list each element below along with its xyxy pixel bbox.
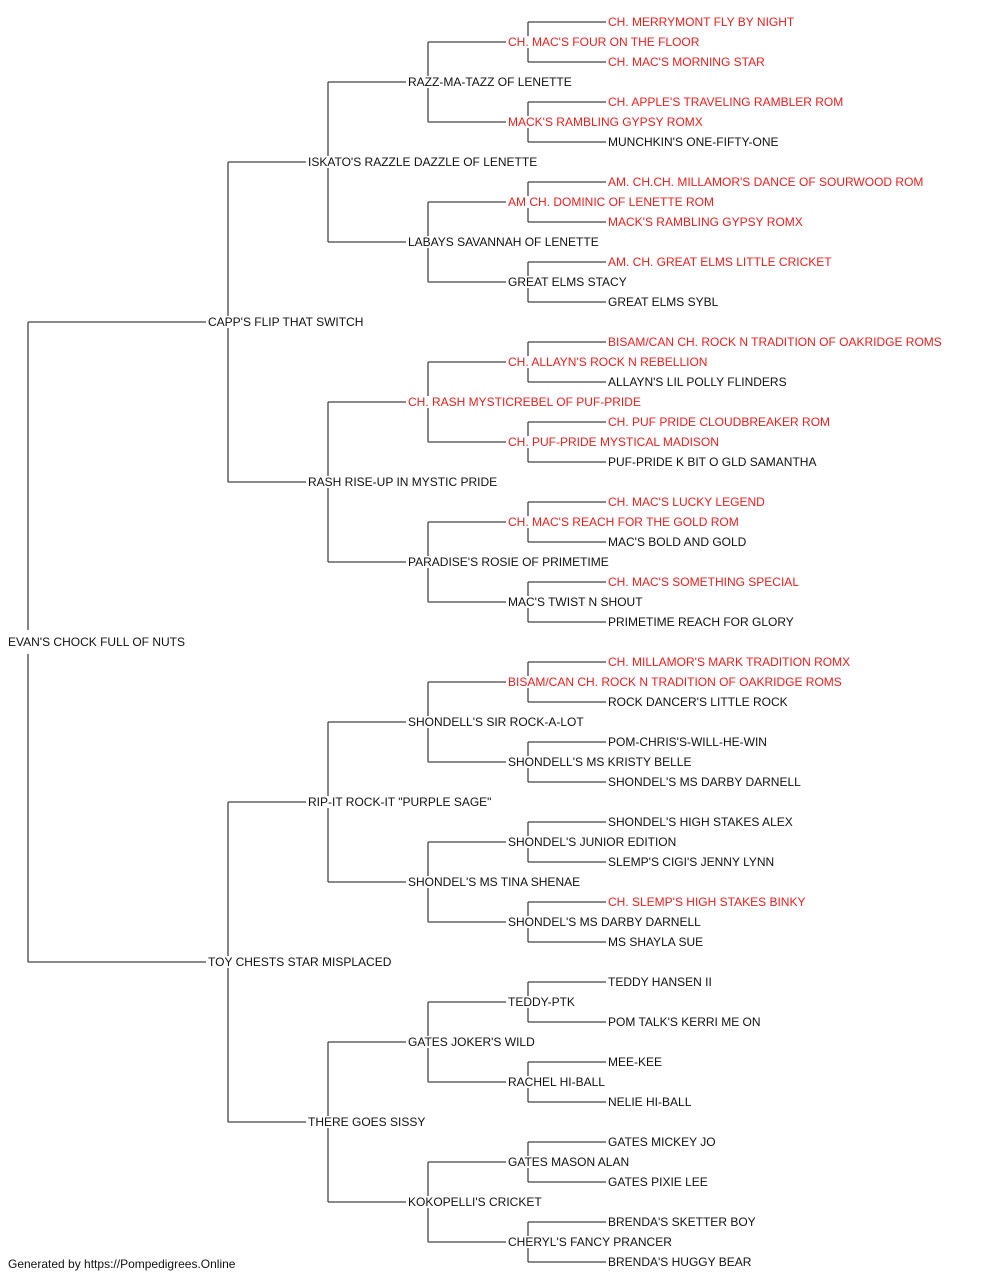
sire-name-gen4: SHONDEL'S JUNIOR EDITION	[508, 835, 676, 849]
sire-name-gen5: CH. MERRYMONT FLY BY NIGHT	[608, 15, 795, 29]
dam-name-gen5: GATES PIXIE LEE	[608, 1175, 708, 1189]
dam-name-gen4: SHONDEL'S MS DARBY DARNELL	[508, 915, 701, 929]
sire-name-gen4: CH. MAC'S FOUR ON THE FLOOR	[508, 35, 700, 49]
dam-name-gen5: CH. MAC'S MORNING STAR	[608, 55, 765, 69]
sire-name-gen5: SHONDEL'S HIGH STAKES ALEX	[608, 815, 793, 829]
dam-name-gen5: BRENDA'S HUGGY BEAR	[608, 1255, 752, 1269]
sire-name-gen5: AM. CH. GREAT ELMS LITTLE CRICKET	[608, 255, 832, 269]
sire-name-gen5: AM. CH.CH. MILLAMOR'S DANCE OF SOURWOOD …	[608, 175, 923, 189]
dam-name-gen3: SHONDEL'S MS TINA SHENAE	[408, 875, 580, 889]
dam-name-gen5: MUNCHKIN'S ONE-FIFTY-ONE	[608, 135, 779, 149]
dam-name-gen5: ROCK DANCER'S LITTLE ROCK	[608, 695, 788, 709]
dam-name-gen4: CH. PUF-PRIDE MYSTICAL MADISON	[508, 435, 719, 449]
dam-name-gen5: MAC'S BOLD AND GOLD	[608, 535, 747, 549]
sire-name-gen5: CH. MILLAMOR'S MARK TRADITION ROMX	[608, 655, 850, 669]
dam-name-gen3: LABAYS SAVANNAH OF LENETTE	[408, 235, 599, 249]
dam-name-gen2: RASH RISE-UP IN MYSTIC PRIDE	[308, 475, 497, 489]
sire-name-gen5: CH. MAC'S SOMETHING SPECIAL	[608, 575, 799, 589]
sire-name-gen2: ISKATO'S RAZZLE DAZZLE OF LENETTE	[308, 155, 537, 169]
sire-name-gen3: CH. RASH MYSTICREBEL OF PUF-PRIDE	[408, 395, 641, 409]
dam-name-gen4: MAC'S TWIST N SHOUT	[508, 595, 643, 609]
dam-name-gen3: KOKOPELLI'S CRICKET	[408, 1195, 542, 1209]
sire-name-gen5: TEDDY HANSEN II	[608, 975, 712, 989]
sire-name-gen5: CH. PUF PRIDE CLOUDBREAKER ROM	[608, 415, 830, 429]
dam-name-gen1: TOY CHESTS STAR MISPLACED	[208, 955, 392, 969]
dam-name-gen5: GREAT ELMS SYBL	[608, 295, 719, 309]
dam-name-gen5: PUF-PRIDE K BIT O GLD SAMANTHA	[608, 455, 816, 469]
sire-name-gen5: BISAM/CAN CH. ROCK N TRADITION OF OAKRID…	[608, 335, 942, 349]
sire-name-gen2: RIP-IT ROCK-IT "PURPLE SAGE"	[308, 795, 491, 809]
dam-name-gen5: MACK'S RAMBLING GYPSY ROMX	[608, 215, 803, 229]
subject-name-gen0: EVAN'S CHOCK FULL OF NUTS	[8, 635, 185, 649]
sire-name-gen4: BISAM/CAN CH. ROCK N TRADITION OF OAKRID…	[508, 675, 842, 689]
dam-name-gen5: SLEMP'S CIGI'S JENNY LYNN	[608, 855, 774, 869]
sire-name-gen4: TEDDY-PTK	[508, 995, 575, 1009]
dam-name-gen5: PRIMETIME REACH FOR GLORY	[608, 615, 794, 629]
sire-name-gen4: CH. MAC'S REACH FOR THE GOLD ROM	[508, 515, 739, 529]
generated-by-footer: Generated by https://Pompedigrees.Online	[8, 1257, 236, 1271]
dam-name-gen4: SHONDELL'S MS KRISTY BELLE	[508, 755, 691, 769]
dam-name-gen4: GREAT ELMS STACY	[508, 275, 627, 289]
sire-name-gen4: GATES MASON ALAN	[508, 1155, 629, 1169]
sire-name-gen5: GATES MICKEY JO	[608, 1135, 716, 1149]
sire-name-gen1: CAPP'S FLIP THAT SWITCH	[208, 315, 363, 329]
dam-name-gen5: POM TALK'S KERRI ME ON	[608, 1015, 761, 1029]
sire-name-gen4: CH. ALLAYN'S ROCK N REBELLION	[508, 355, 707, 369]
sire-name-gen5: BRENDA'S SKETTER BOY	[608, 1215, 756, 1229]
dam-name-gen3: PARADISE'S ROSIE OF PRIMETIME	[408, 555, 609, 569]
sire-name-gen5: CH. APPLE'S TRAVELING RAMBLER ROM	[608, 95, 843, 109]
dam-name-gen4: MACK'S RAMBLING GYPSY ROMX	[508, 115, 703, 129]
sire-name-gen3: GATES JOKER'S WILD	[408, 1035, 535, 1049]
sire-name-gen4: AM CH. DOMINIC OF LENETTE ROM	[508, 195, 714, 209]
dam-name-gen5: ALLAYN'S LIL POLLY FLINDERS	[608, 375, 787, 389]
sire-name-gen5: MEE-KEE	[608, 1055, 662, 1069]
dam-name-gen2: THERE GOES SISSY	[308, 1115, 425, 1129]
dam-name-gen4: CHERYL'S FANCY PRANCER	[508, 1235, 672, 1249]
sire-name-gen5: CH. SLEMP'S HIGH STAKES BINKY	[608, 895, 805, 909]
dam-name-gen4: RACHEL HI-BALL	[508, 1075, 605, 1089]
sire-name-gen5: CH. MAC'S LUCKY LEGEND	[608, 495, 765, 509]
dam-name-gen5: SHONDEL'S MS DARBY DARNELL	[608, 775, 801, 789]
sire-name-gen3: RAZZ-MA-TAZZ OF LENETTE	[408, 75, 572, 89]
dam-name-gen5: MS SHAYLA SUE	[608, 935, 703, 949]
dam-name-gen5: NELIE HI-BALL	[608, 1095, 692, 1109]
sire-name-gen3: SHONDELL'S SIR ROCK-A-LOT	[408, 715, 584, 729]
sire-name-gen5: POM-CHRIS'S-WILL-HE-WIN	[608, 735, 767, 749]
